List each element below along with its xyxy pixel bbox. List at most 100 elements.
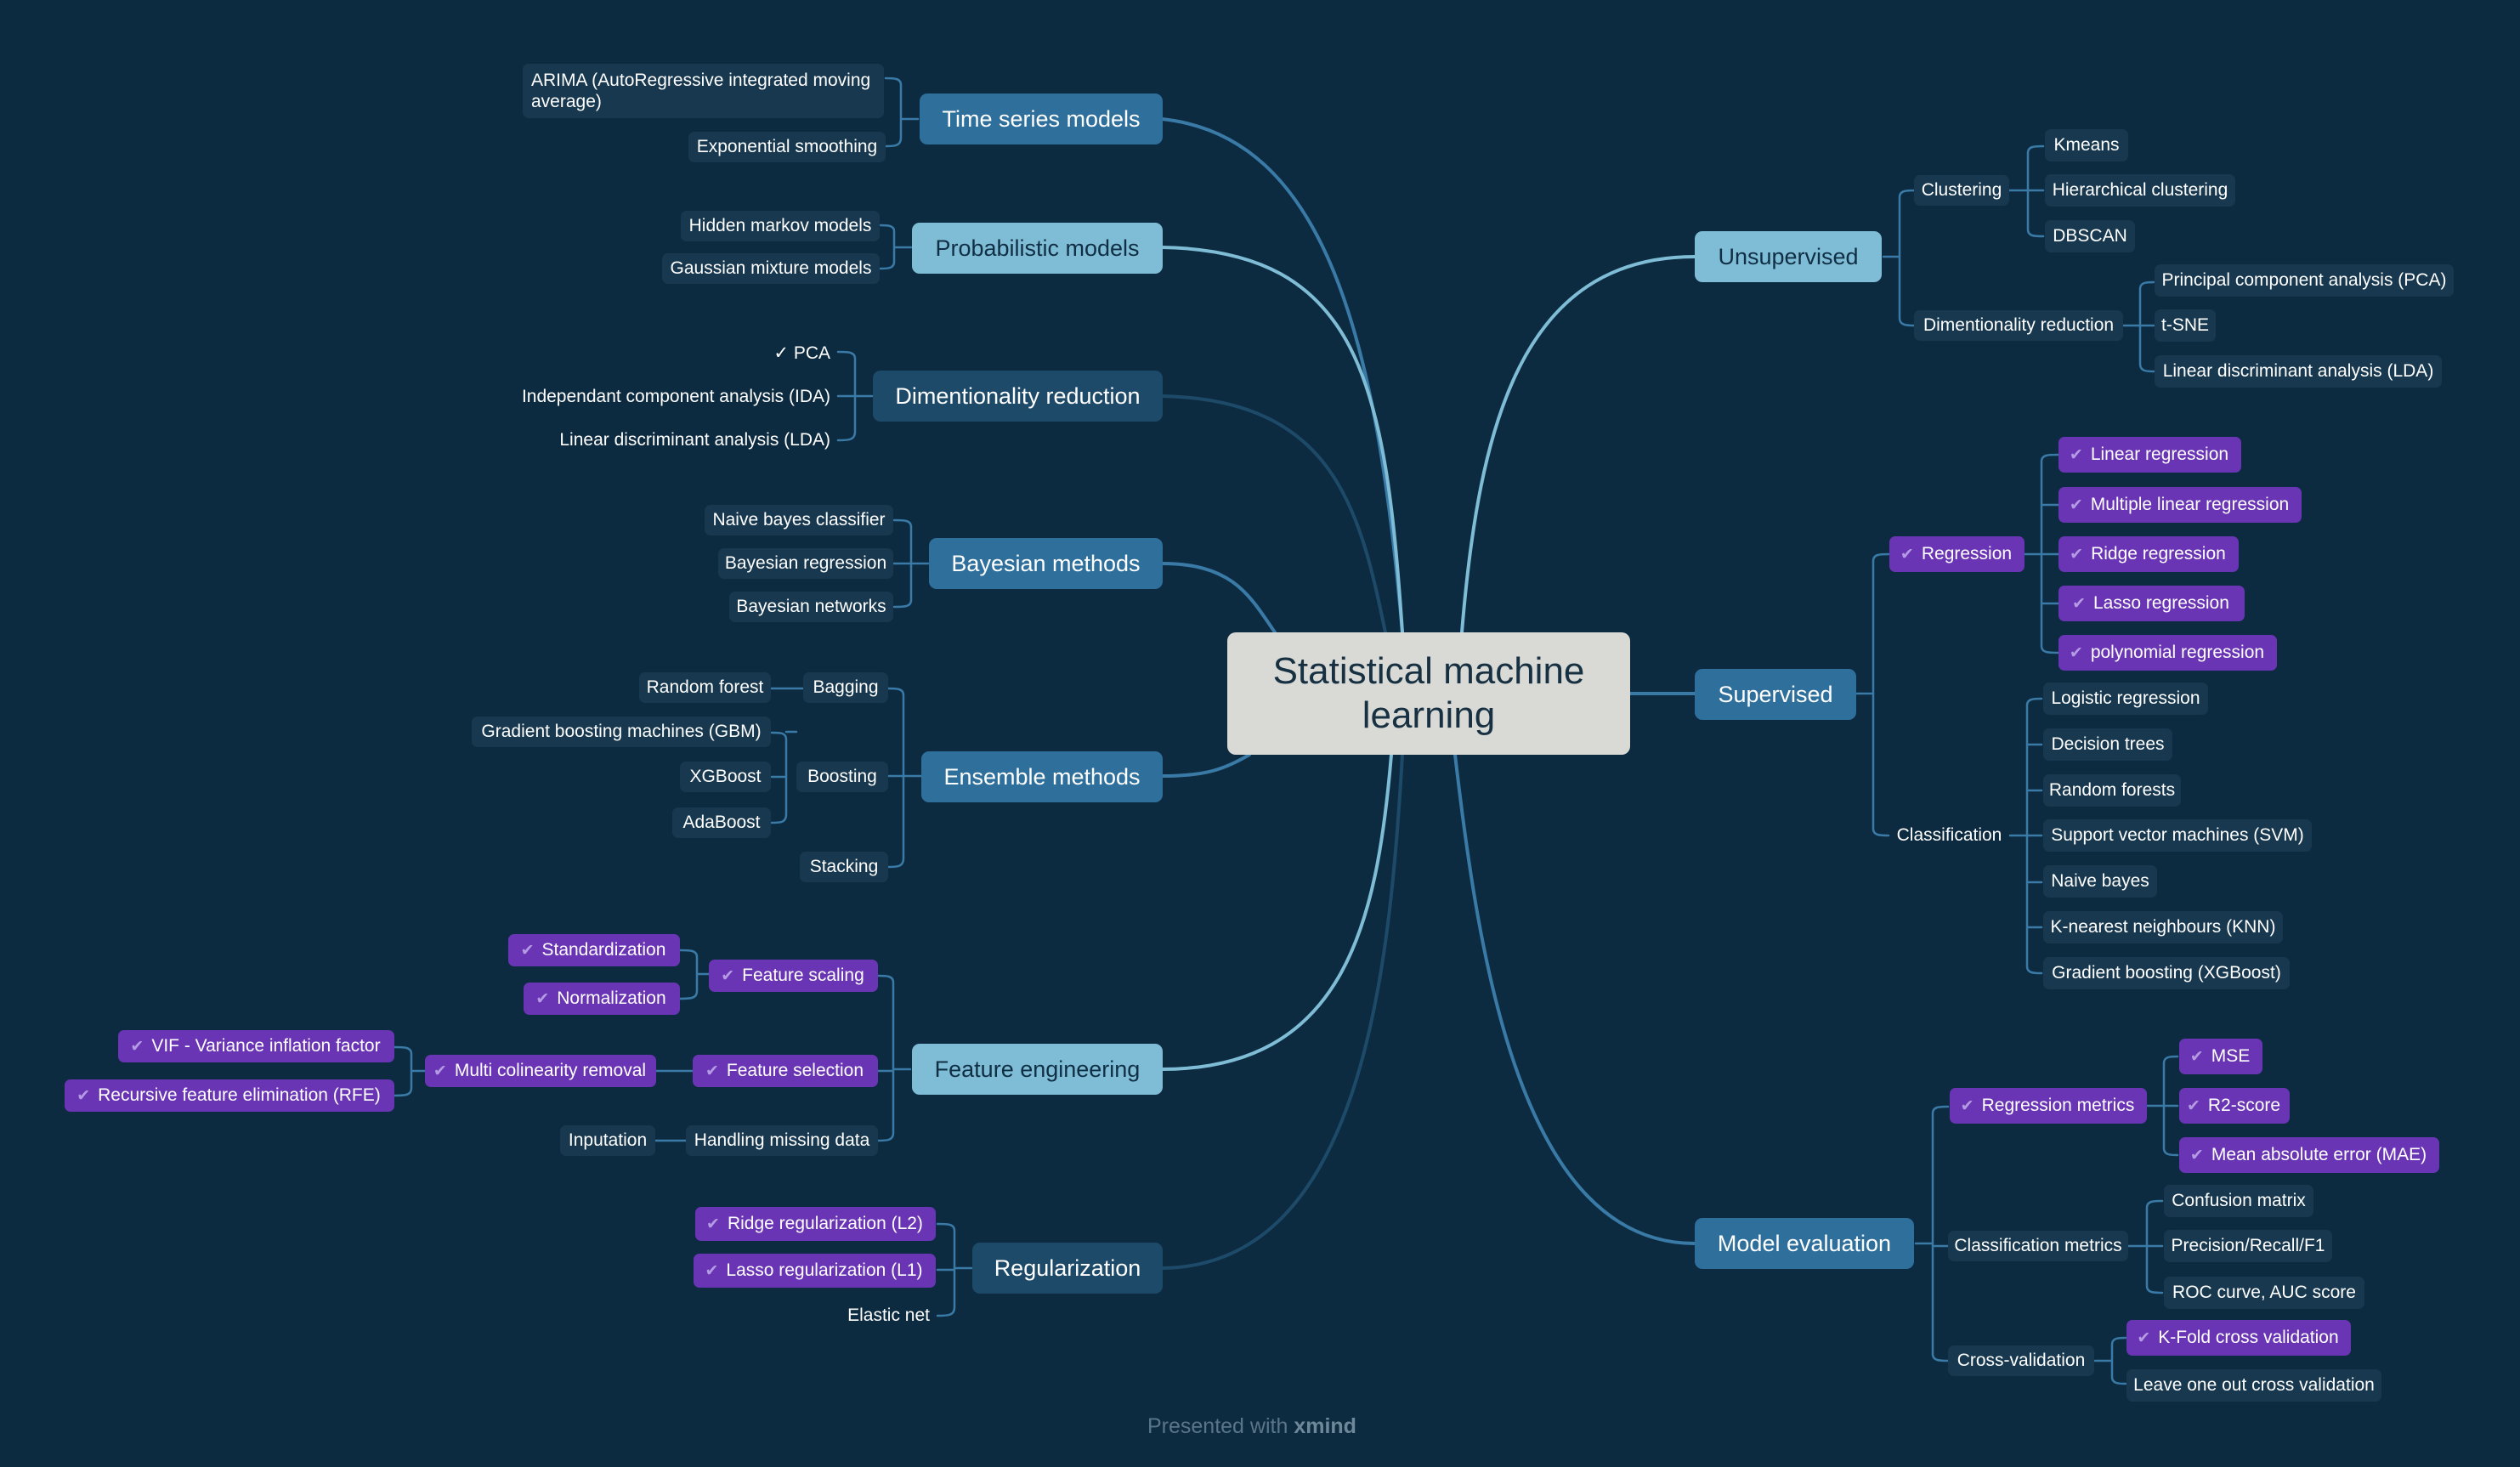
check-icon: ✔ (2189, 1146, 2204, 1164)
central-topic-line1: Statistical machine (1272, 650, 1585, 692)
check-icon: ✔ (2070, 545, 2084, 564)
topic-feature-engineering[interactable]: Feature engineering (912, 1044, 1163, 1095)
topic-time-series-models[interactable]: Time series models (920, 93, 1163, 144)
item-svm[interactable]: Support vector machines (SVM) (2043, 819, 2312, 852)
item-feature-selection[interactable]: ✔Feature selection (693, 1055, 878, 1087)
item-bagging[interactable]: Bagging (803, 672, 888, 703)
item-bayesian-networks[interactable]: Bayesian networks (729, 592, 893, 622)
item-regression[interactable]: ✔ Regression (1889, 536, 2024, 572)
item-pca-right[interactable]: Principal component analysis (PCA) (2155, 264, 2454, 297)
item-mae[interactable]: ✔ Mean absolute error (MAE) (2179, 1137, 2439, 1173)
topic-bayesian-methods[interactable]: Bayesian methods (929, 538, 1163, 589)
item-boosting[interactable]: Boosting (796, 762, 888, 792)
item-ridge-regression[interactable]: ✔Ridge regression (2058, 536, 2239, 572)
item-exponential-smoothing[interactable]: Exponential smoothing (688, 132, 886, 162)
central-topic-line2: learning (1362, 694, 1496, 736)
item-handling-missing-data[interactable]: Handling missing data (686, 1125, 878, 1156)
item-multi-colinearity-removal[interactable]: ✔Multi colinearity removal (425, 1055, 656, 1087)
item-lasso-regression[interactable]: ✔Lasso regression (2058, 586, 2245, 621)
item-vif[interactable]: ✔VIF - Variance inflation factor (118, 1030, 394, 1062)
item-classification-metrics[interactable]: Classification metrics (1948, 1231, 2128, 1261)
check-icon: ✔ (2069, 445, 2083, 464)
item-hierarchical-clustering[interactable]: Hierarchical clustering (2045, 174, 2235, 207)
item-naive-bayes-classifier[interactable]: Naive bayes classifier (705, 505, 893, 535)
item-kfold-cv[interactable]: ✔K-Fold cross validation (2126, 1320, 2351, 1356)
check-icon: ✔ (76, 1086, 91, 1105)
check-icon: ✔ (2189, 1047, 2204, 1066)
check-icon: ✔ (433, 1062, 447, 1080)
item-pca[interactable]: ✓ PCA (773, 343, 830, 363)
item-inputation[interactable]: Inputation (560, 1125, 655, 1156)
item-rfe[interactable]: ✔Recursive feature elimination (RFE) (65, 1079, 394, 1112)
item-vif-label: VIF - Variance inflation factor (151, 1036, 381, 1056)
item-lasso-regularization[interactable]: ✔ Lasso regularization (L1) (694, 1254, 936, 1288)
item-normalization[interactable]: ✔Normalization (524, 983, 680, 1015)
item-linear-regression-label: Linear regression (2090, 445, 2229, 464)
topic-unsupervised[interactable]: Unsupervised (1695, 231, 1882, 282)
item-confusion-matrix[interactable]: Confusion matrix (2164, 1185, 2313, 1217)
check-icon: ✔ (520, 941, 535, 960)
item-regression-metrics[interactable]: ✔Regression metrics (1950, 1088, 2147, 1124)
item-random-forest[interactable]: Random forest (639, 672, 771, 703)
item-ida[interactable]: Independant component analysis (IDA) (521, 387, 830, 406)
item-elastic-net[interactable]: Elastic net (847, 1306, 930, 1325)
item-mae-label: Mean absolute error (MAE) (2211, 1145, 2427, 1164)
item-xgboost-left[interactable]: XGBoost (680, 762, 771, 792)
topic-probabilistic-models[interactable]: Probabilistic models (912, 223, 1163, 274)
topic-supervised[interactable]: Supervised (1695, 669, 1856, 720)
central-topic[interactable]: Statistical machine learning (1227, 632, 1630, 755)
topic-regularization[interactable]: Regularization (972, 1243, 1163, 1294)
check-icon: ✔ (1900, 545, 1914, 564)
item-multiple-linear-regression-label: Multiple linear regression (2090, 495, 2290, 514)
item-logistic-regression[interactable]: Logistic regression (2043, 683, 2208, 715)
item-polynomial-regression-label: polynomial regression (2090, 643, 2265, 662)
item-gaussian-mixture-models[interactable]: Gaussian mixture models (662, 253, 880, 284)
item-polynomial-regression[interactable]: ✔polynomial regression (2058, 635, 2277, 671)
item-classification[interactable]: Classification (1896, 825, 2002, 845)
item-cross-validation[interactable]: Cross-validation (1948, 1345, 2094, 1376)
item-leave-one-out-cv[interactable]: Leave one out cross validation (2126, 1369, 2381, 1402)
item-ridge-regularization[interactable]: ✔Ridge regularization (L2) (695, 1207, 936, 1241)
item-bayesian-regression[interactable]: Bayesian regression (718, 548, 893, 579)
footer-prefix: Presented with (1147, 1414, 1288, 1438)
item-multiple-linear-regression[interactable]: ✔Multiple linear regression (2058, 487, 2302, 523)
item-mse-label: MSE (2211, 1046, 2251, 1066)
xmind-logo: xmind (1294, 1414, 1356, 1438)
item-decision-trees[interactable]: Decision trees (2043, 728, 2172, 761)
item-linear-regression[interactable]: ✔ Linear regression (2058, 437, 2241, 473)
item-tsne[interactable]: t-SNE (2155, 309, 2216, 342)
item-lasso-regularization-label: Lasso regularization (L1) (726, 1260, 923, 1280)
check-icon: ✔ (721, 966, 735, 985)
check-icon: ✔ (705, 1261, 719, 1280)
item-feature-scaling[interactable]: ✔Feature scaling (709, 960, 878, 992)
item-lda-right[interactable]: Linear discriminant analysis (LDA) (2155, 355, 2442, 388)
item-dimentionality-reduction-right[interactable]: Dimentionality reduction (1914, 310, 2123, 341)
item-regression-label: Regression (1921, 544, 2013, 564)
topic-ensemble-methods[interactable]: Ensemble methods (921, 751, 1163, 802)
item-dbscan[interactable]: DBSCAN (2045, 220, 2135, 252)
item-precision-recall-f1[interactable]: Precision/Recall/F1 (2164, 1230, 2332, 1262)
check-icon: ✔ (535, 989, 550, 1008)
item-adaboost[interactable]: AdaBoost (672, 807, 771, 838)
item-naive-bayes[interactable]: Naive bayes (2043, 865, 2157, 898)
item-gradient-boosting-xgboost[interactable]: Gradient boosting (XGBoost) (2043, 957, 2290, 989)
item-random-forests[interactable]: Random forests (2043, 774, 2181, 807)
item-gbm[interactable]: Gradient boosting machines (GBM) (472, 717, 771, 747)
check-icon: ✔ (705, 1062, 719, 1080)
item-standardization[interactable]: ✔Standardization (508, 934, 680, 966)
topic-dimentionality-reduction[interactable]: Dimentionality reduction (873, 371, 1163, 422)
item-hidden-markov-models[interactable]: Hidden markov models (681, 211, 880, 241)
item-r2-score[interactable]: ✔R2-score (2179, 1088, 2290, 1124)
item-roc-auc[interactable]: ROC curve, AUC score (2164, 1277, 2364, 1309)
item-stacking[interactable]: Stacking (800, 852, 888, 882)
item-mse[interactable]: ✔ MSE (2179, 1039, 2262, 1074)
item-clustering[interactable]: Clustering (1914, 175, 2009, 206)
item-kmeans[interactable]: Kmeans (2045, 129, 2128, 161)
item-lasso-regression-label: Lasso regression (2093, 593, 2229, 613)
item-arima[interactable]: ARIMA (AutoRegressive integrated moving … (523, 64, 884, 118)
item-r2-score-label: R2-score (2207, 1096, 2281, 1115)
item-knn[interactable]: K-nearest neighbours (KNN) (2043, 911, 2283, 943)
topic-model-evaluation[interactable]: Model evaluation (1695, 1218, 1914, 1269)
item-lda-left[interactable]: Linear discriminant analysis (LDA) (559, 430, 830, 450)
